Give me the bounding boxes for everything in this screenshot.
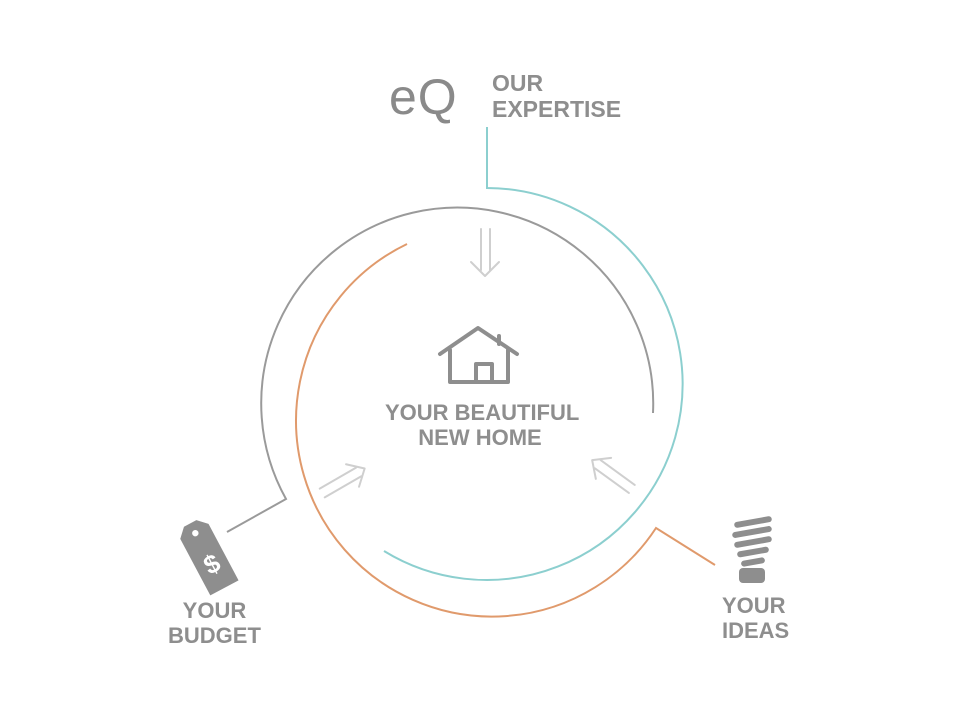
brand-logo: eQ (389, 69, 458, 125)
budget-flow-line (226, 206, 655, 533)
ideas-label: YOUR IDEAS (722, 593, 790, 643)
outcome-label: YOUR BEAUTIFUL NEW HOME (385, 400, 580, 450)
ideas-flow-line (295, 243, 716, 618)
expertise-flow-line (383, 127, 684, 581)
budget-label: YOUR BUDGET (168, 598, 261, 648)
house-icon (438, 326, 519, 384)
price-tag-icon: $ (180, 520, 239, 596)
double-arrow-icon (591, 456, 636, 494)
expertise-label: OUR EXPERTISE (492, 70, 622, 122)
double-arrow-icon (470, 228, 500, 277)
double-arrow-icon (318, 463, 366, 499)
light-bulb-icon (732, 516, 772, 583)
